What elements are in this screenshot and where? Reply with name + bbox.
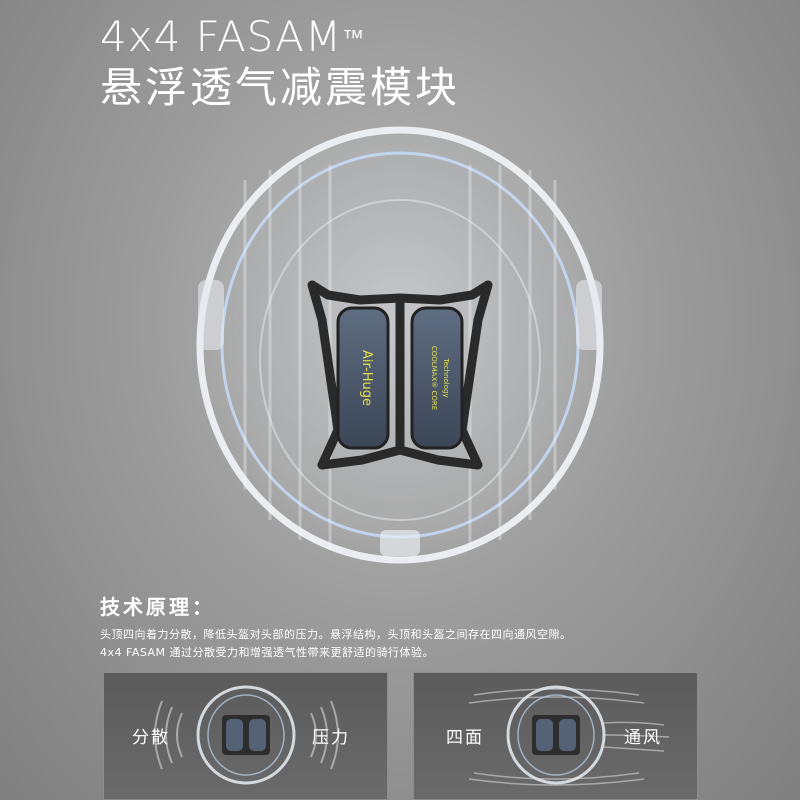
pad-right	[410, 306, 464, 450]
pad-right-text-2: Technology	[442, 357, 450, 397]
left-mount	[198, 280, 224, 350]
mini-pad-left	[226, 719, 243, 751]
mini-pad-left-2	[536, 719, 553, 751]
mini-helmet-shell	[196, 685, 296, 785]
panel-pressure-right-label: 压力	[312, 728, 350, 748]
principle-line-2: 4x4 FASAM 通过分散受力和增强透气性带来更舒适的骑行体验。	[100, 646, 435, 659]
ventilation-diagram	[468, 685, 670, 786]
title-block: 4x4 FASAM™ 悬浮透气减震模块	[100, 12, 460, 114]
pad-left	[336, 306, 390, 450]
panel-pressure: 分散 压力	[103, 672, 388, 800]
helmet-illustration: Air-Huge COOLMAX® CORE Technology	[196, 126, 604, 564]
pressure-waves-left	[154, 700, 183, 770]
principle-description: 头顶四向着力分散，降低头盔对头部的压力。悬浮结构，头顶和头盔之间存在四向通风空隙…	[100, 626, 720, 662]
fasam-frame	[307, 280, 493, 470]
panel-ventilation-right-label: 通风	[624, 728, 662, 748]
principle-line-1: 头顶四向着力分散，降低头盔对头部的压力。悬浮结构，头顶和头盔之间存在四向通风空隙…	[100, 628, 572, 641]
rear-dial	[380, 530, 420, 556]
mini-pad-right	[249, 719, 266, 751]
mini-pad-right-2	[559, 719, 576, 751]
panel-ventilation: 四面 通风	[413, 672, 698, 800]
pressure-waves-right	[310, 700, 339, 770]
panel-ventilation-left-label: 四面	[446, 728, 484, 748]
pressure-diagram	[154, 685, 339, 785]
panel-pressure-left-label: 分散	[132, 728, 170, 748]
mini-helmet-shell-2	[506, 685, 606, 785]
pad-left-text: Air-Huge	[359, 350, 374, 406]
airflow-lines	[468, 688, 670, 786]
trademark-symbol: ™	[342, 26, 366, 51]
principle-heading: 技术原理：	[100, 595, 215, 619]
title-product-code: 4x4 FASAM™	[100, 12, 460, 62]
title-subtitle: 悬浮透气减震模块	[100, 63, 461, 112]
title-text: 4x4 FASAM	[100, 12, 343, 61]
right-mount	[576, 280, 602, 350]
pad-right-text-1: COOLMAX® CORE	[430, 346, 438, 410]
